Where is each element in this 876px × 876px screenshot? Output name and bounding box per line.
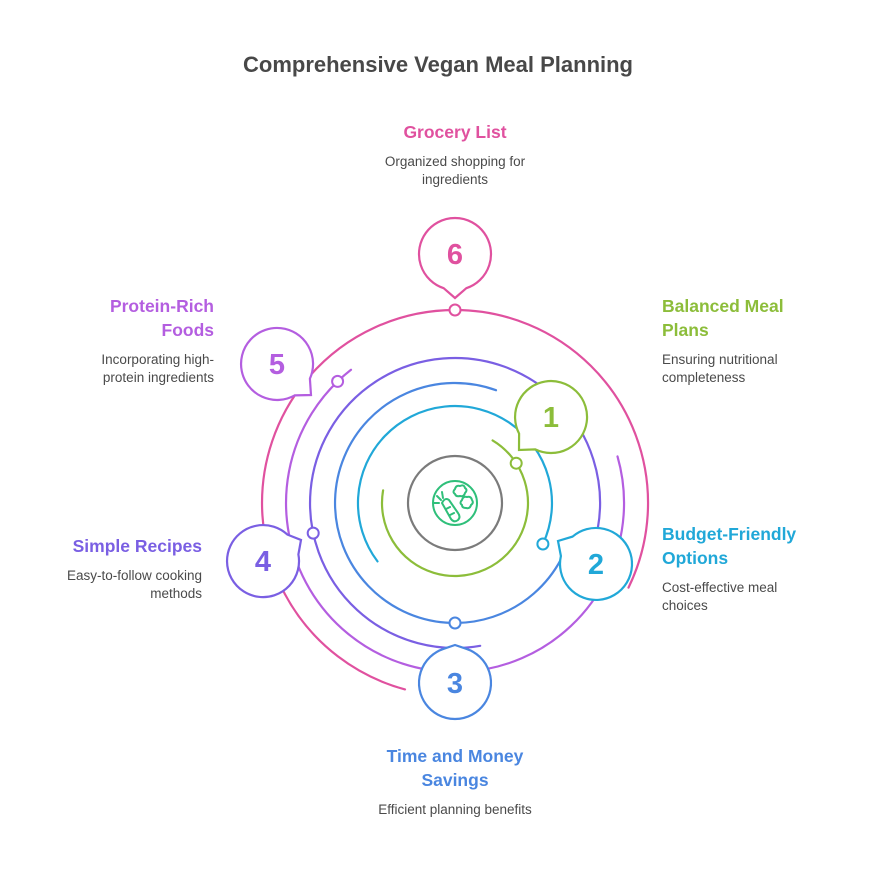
step-1-description: Ensuring nutritional completeness [662,352,778,385]
step-2-ring-arc [356,404,554,563]
step-6-title: Grocery List [403,122,507,142]
step-6-bubble [417,217,493,300]
step-5-bubble [239,326,315,402]
step-3-ring-arc [333,381,563,625]
step-4-node [306,526,320,540]
step-4-title: Simple Recipes [72,536,202,556]
step-3-label: Time and Money Savings Efficient plannin… [335,744,575,819]
step-1-title: Balanced Meal Plans [662,296,784,340]
step-2-title: Budget-Friendly Options [662,524,797,568]
step-6-ring-arc [260,308,650,691]
step-2-description: Cost-effective meal choices [662,580,778,613]
step-1-bubble [514,379,589,455]
step-3-description: Efficient planning benefits [378,802,532,817]
step-4-number: 4 [255,546,271,578]
step-4-description: Easy-to-follow cooking methods [66,568,202,601]
step-4-label: Simple Recipes Easy-to-follow cooking me… [67,534,202,603]
step-4-ring-arc [308,356,602,650]
step-5-description: Incorporating high- protein ingredients [101,352,214,385]
step-5-node [331,374,345,388]
step-2-node [536,537,550,551]
step-6-description: Organized shopping for ingredients [384,154,526,187]
step-1-ring-arc [380,439,530,578]
step-6-label: Grocery List Organized shopping for ingr… [355,120,555,189]
step-1-label: Balanced Meal Plans Ensuring nutritional… [662,294,784,387]
step-2-label: Budget-Friendly Options Cost-effective m… [662,522,796,615]
step-3-node [448,616,462,630]
step-3-bubble [417,643,493,720]
step-3-number: 3 [447,668,463,700]
step-2-bubble [556,526,634,602]
step-6-node [448,303,462,317]
step-4-bubble [225,524,303,599]
step-1-number: 1 [543,402,559,434]
step-5-title: Protein-Rich Foods [109,296,214,340]
step-5-number: 5 [269,349,285,381]
step-6-number: 6 [447,239,463,271]
carrot-vegetables-icon [432,480,478,526]
step-1-node [509,456,523,470]
center-ring [406,454,504,552]
diagram-title: Comprehensive Vegan Meal Planning [243,52,633,77]
step-2-number: 2 [588,549,604,581]
step-5-label: Protein-Rich Foods Incorporating high- p… [101,294,214,387]
step-3-title: Time and Money Savings [386,746,524,790]
